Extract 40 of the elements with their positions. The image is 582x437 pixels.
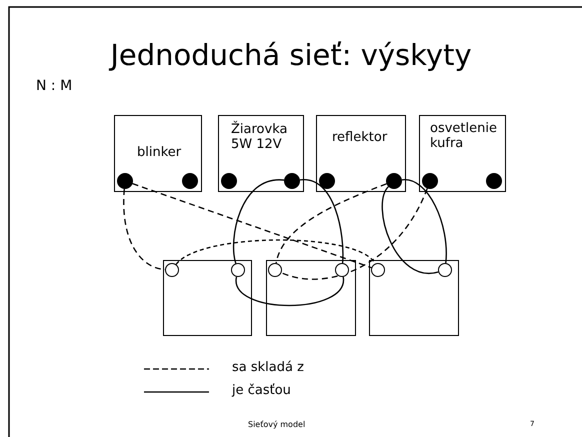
connector-dot (319, 173, 335, 189)
connector-circle (371, 263, 385, 277)
connector-line (281, 188, 428, 280)
footer-text: Sieťový model (248, 420, 306, 429)
part-box (266, 260, 356, 336)
connector-dot (117, 173, 133, 189)
connector-circle (335, 263, 349, 277)
connector-dot (284, 173, 300, 189)
connector-line (232, 179, 284, 264)
part-box (163, 260, 252, 336)
slide-title: Jednoduchá sieť: výskyty (108, 38, 473, 72)
legend-label: je časťou (232, 383, 291, 398)
connector-circle (165, 263, 179, 277)
connector-line (402, 179, 447, 264)
connector-dot (221, 173, 237, 189)
connector-dot (422, 173, 438, 189)
component-box (114, 115, 202, 192)
component-box (419, 115, 506, 192)
ratio-label: N : M (36, 78, 72, 94)
connector-line (123, 188, 166, 270)
connector-circle (268, 263, 282, 277)
component-label: blinker (137, 145, 182, 160)
connector-dot (386, 173, 402, 189)
connector-dot (486, 173, 502, 189)
connector-line (132, 183, 372, 268)
part-box (369, 260, 459, 336)
component-label: osvetlenie kufra (430, 121, 498, 151)
connector-line (276, 183, 387, 264)
component-box (316, 115, 406, 192)
connector-circle (438, 263, 452, 277)
component-box (218, 115, 304, 192)
connector-line (300, 179, 344, 264)
connector-line (236, 276, 344, 306)
connector-dot (182, 173, 198, 189)
connector-line (176, 239, 376, 265)
connector-circle (231, 263, 245, 277)
component-label: reflektor (332, 130, 388, 145)
component-label: Žiarovka 5W 12V (231, 122, 288, 152)
legend-label: sa skladá z (232, 360, 304, 375)
connector-line (382, 186, 438, 274)
